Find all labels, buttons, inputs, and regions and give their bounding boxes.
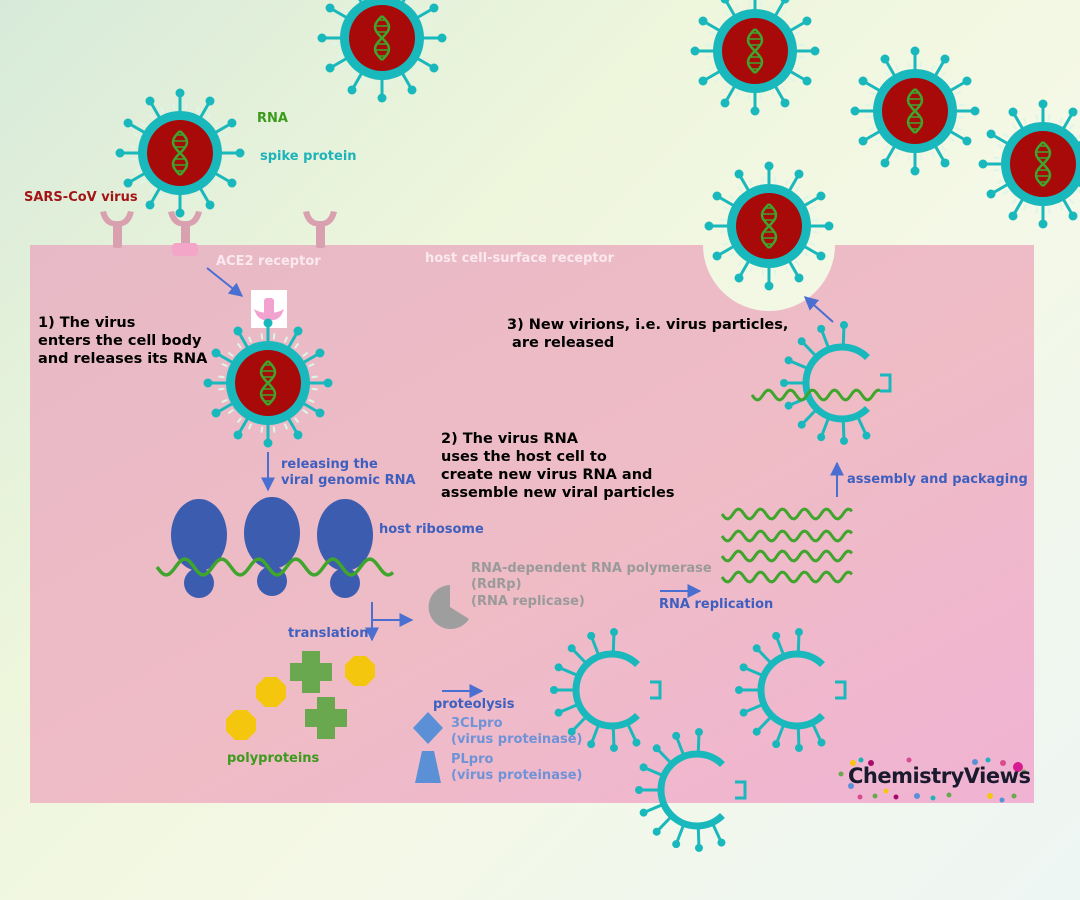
arrow-ace2-to-entry [206, 267, 244, 297]
logo-dot [850, 760, 856, 766]
polyprotein-octagon [345, 656, 375, 686]
logo-dot [1000, 760, 1006, 766]
sars-cov-virus [203, 318, 333, 448]
logo-dot [883, 788, 889, 794]
label-rdrp: RNA-dependent RNA polymerase (RdRp) (RNA… [471, 561, 712, 609]
virus-shells [550, 321, 892, 852]
label-translation: translation [288, 626, 369, 641]
ace2-receptor [303, 211, 337, 248]
sars-cov-virus [850, 46, 980, 176]
ribosome-large [244, 497, 300, 569]
logo-dot [857, 794, 863, 800]
logo-dot [999, 797, 1005, 803]
polyprotein-octagon [256, 677, 286, 707]
label-host-receptor: host cell-surface receptor [425, 251, 614, 266]
logo-dot [985, 757, 991, 763]
ace2-receptor-group [100, 211, 337, 256]
logo-dot [1011, 793, 1017, 799]
virus-particles [115, 0, 1080, 448]
logo-dot [906, 757, 912, 763]
rna-strand [720, 529, 854, 543]
host-ribosomes [171, 497, 373, 598]
label-rna: RNA [257, 111, 288, 126]
plpro-trapezoid [415, 751, 441, 783]
label-step2: 2) The virus RNA uses the host cell to c… [441, 431, 675, 502]
arrow-release-virion [803, 296, 834, 323]
virus-shell [735, 628, 847, 752]
replicated-rna-strands [720, 507, 854, 584]
label-spike-protein: spike protein [260, 149, 357, 164]
sars-cov-virus [704, 161, 834, 291]
rna-strand [720, 570, 854, 584]
label-step1: 1) The virus enters the cell body and re… [38, 315, 208, 368]
logo-dot [848, 783, 854, 789]
label-3clpro: 3CLpro (virus proteinase) [451, 716, 583, 748]
label-host-ribosome: host ribosome [379, 522, 484, 537]
chemistryviews-logo: ChemistryViews [848, 764, 1031, 788]
logo-dot [946, 792, 952, 798]
logo-dot [838, 771, 844, 777]
rdrp-enzyme [428, 585, 469, 629]
logo-dots [838, 757, 1027, 803]
virus-shell [635, 728, 747, 852]
sars-cov-virus [317, 0, 447, 103]
arrows [206, 267, 844, 698]
logo-dot [1013, 762, 1023, 772]
logo-dot [930, 795, 936, 801]
rna-strand [720, 507, 854, 521]
polyprotein-cross [305, 697, 347, 739]
sars-cov-virus [978, 99, 1080, 229]
logo-dot [1021, 769, 1027, 775]
label-step3: 3) New virions, i.e. virus particles, ar… [507, 317, 789, 352]
polyprotein-octagon [226, 710, 256, 740]
packaging-rna-strand [750, 388, 881, 402]
logo-dot [914, 793, 920, 799]
logo-dot [868, 760, 874, 766]
ribosome-large [171, 499, 227, 571]
polyproteins-shapes [226, 651, 375, 740]
logo-dot [987, 793, 993, 799]
ribosome-large [317, 499, 373, 571]
sars-cov-virus [690, 0, 820, 116]
3clpro-diamond [413, 712, 443, 744]
label-ace2-receptor: ACE2 receptor [216, 254, 321, 269]
rna-strand [720, 549, 854, 563]
label-polyproteins: polyproteins [227, 751, 320, 766]
logo-dot [872, 793, 878, 799]
label-rna-replication: RNA replication [659, 597, 774, 612]
sars-cov-virus [115, 88, 245, 218]
label-sars-cov-virus: SARS-CoV virus [24, 190, 138, 205]
label-releasing-rna: releasing the viral genomic RNA [281, 457, 416, 489]
virus-shell [550, 628, 662, 752]
ace2-receptor-bound [168, 211, 202, 256]
logo-dot [858, 757, 864, 763]
polyprotein-cross [290, 651, 332, 693]
viral-mrna-strand [155, 557, 395, 577]
label-proteolysis: proteolysis [433, 697, 515, 712]
logo-dot [972, 759, 978, 765]
ace2-receptor [100, 211, 134, 248]
label-assembly: assembly and packaging [847, 472, 1028, 487]
logo-dot [893, 794, 899, 800]
label-plpro: PLpro (virus proteinase) [451, 752, 583, 784]
